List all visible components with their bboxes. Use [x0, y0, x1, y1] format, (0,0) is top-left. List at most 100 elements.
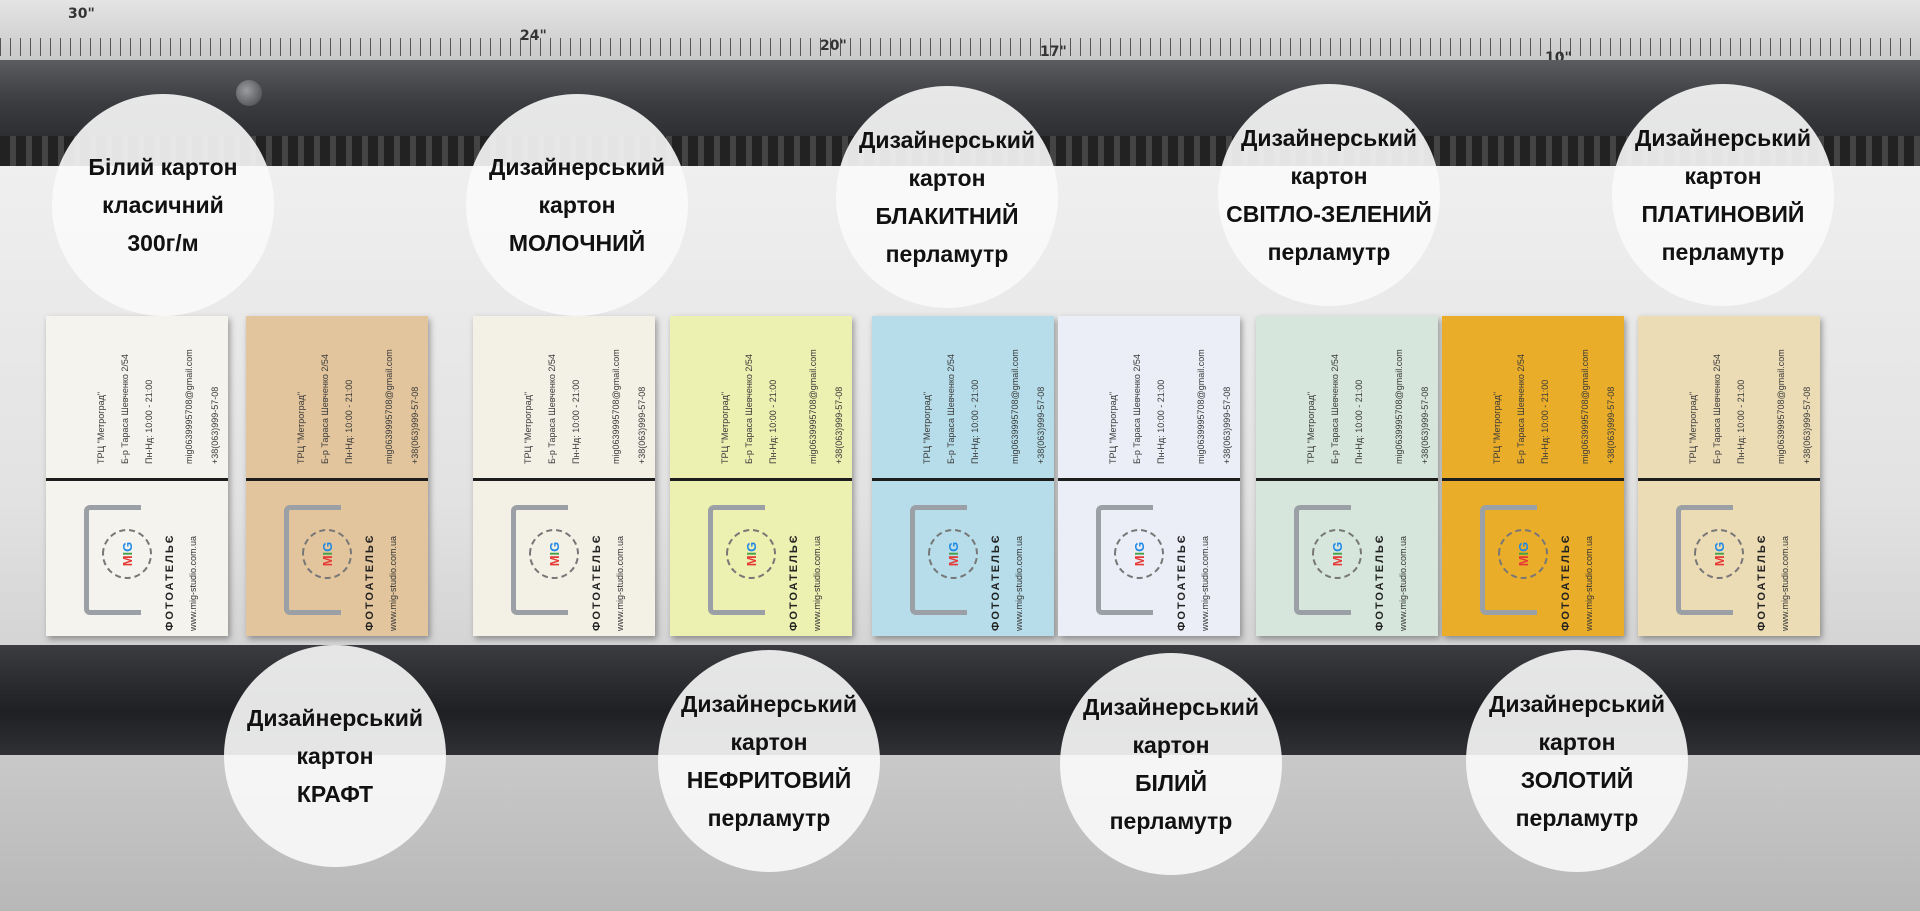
label-line: картон — [1684, 163, 1762, 189]
ruler-number: 17" — [1040, 44, 1067, 60]
label-line: Дизайнерський — [680, 691, 858, 717]
camera-frame-icon — [84, 505, 141, 615]
label-light-green-pearl: Дизайнерський картон СВІТЛО-ЗЕЛЕНИЙ перл… — [1218, 84, 1440, 306]
card-website: www.mig-studio.com.ua — [1398, 535, 1408, 631]
card-divider — [872, 478, 1054, 481]
card-line3: Пн-Нд: 10:00 - 21:00 — [344, 379, 354, 464]
label-milky: Дизайнерський картон МОЛОЧНИЙ — [466, 94, 688, 316]
label-line: 300г/м — [127, 230, 199, 256]
card-line2: Б-р Тараса Шевченко 2/54 — [1516, 354, 1526, 464]
card-website: www.mig-studio.com.ua — [388, 535, 398, 631]
label-line: СВІТЛО-ЗЕЛЕНИЙ — [1226, 201, 1432, 227]
label-line: картон — [908, 165, 986, 191]
card-line4: mig0639995708@gmail.com — [184, 349, 194, 464]
card-line3: Пн-Нд: 10:00 - 21:00 — [1540, 379, 1550, 464]
card-studio-name: ФОТОАТЕЛЬЄ — [164, 533, 176, 631]
card-studio-name: ФОТОАТЕЛЬЄ — [1560, 533, 1572, 631]
card-contact-side: ТРЦ "Метроград" Б-р Тараса Шевченко 2/54 П… — [1442, 316, 1624, 478]
card-studio-name: ФОТОАТЕЛЬЄ — [591, 533, 603, 631]
label-line: БЛАКИТНИЙ — [875, 203, 1019, 229]
logo-letter: G — [546, 541, 562, 552]
label-line: картон — [730, 729, 808, 755]
label-line: картон — [1132, 732, 1210, 758]
logo-letter: I — [1329, 551, 1345, 556]
label-line: Дизайнерський — [858, 127, 1036, 153]
label-line: картон — [1538, 729, 1616, 755]
label-kraft: Дизайнерський картон КРАФТ — [224, 645, 446, 867]
logo-letter: I — [1711, 551, 1727, 556]
card-line2: Б-р Тараса Шевченко 2/54 — [120, 354, 130, 464]
logo-letter: I — [1515, 551, 1531, 556]
label-line: КРАФТ — [296, 781, 374, 807]
logo-letter: M — [319, 555, 335, 567]
card-line2: Б-р Тараса Шевченко 2/54 — [946, 354, 956, 464]
card-divider — [670, 478, 852, 481]
camera-frame-icon — [511, 505, 568, 615]
card-line4: mig0639995708@gmail.com — [808, 349, 818, 464]
label-white-classic: Білий картон класичний 300г/м — [52, 94, 274, 316]
card-line1: ТРЦ "Метроград" — [720, 391, 730, 464]
label-line: Дизайнерський — [1240, 125, 1418, 151]
card-line1: ТРЦ "Метроград" — [1492, 391, 1502, 464]
card-divider — [1638, 478, 1820, 481]
camera-frame-icon — [910, 505, 967, 615]
card-line5: +38(063)999-57-08 — [1420, 386, 1430, 464]
camera-frame-icon — [1480, 505, 1537, 615]
card-website: www.mig-studio.com.ua — [615, 535, 625, 631]
label-line: ПЛАТИНОВИЙ — [1641, 201, 1805, 227]
card-divider — [1442, 478, 1624, 481]
card-website: www.mig-studio.com.ua — [1200, 535, 1210, 631]
label-line: МОЛОЧНИЙ — [508, 230, 646, 256]
card-line4: mig0639995708@gmail.com — [1776, 349, 1786, 464]
card-line3: Пн-Нд: 10:00 - 21:00 — [970, 379, 980, 464]
logo-letter: G — [1131, 541, 1147, 552]
label-line: НЕФРИТОВИЙ — [686, 767, 852, 793]
card-divider — [246, 478, 428, 481]
card-line4: mig0639995708@gmail.com — [384, 349, 394, 464]
label-line: картон — [1290, 163, 1368, 189]
card-website: www.mig-studio.com.ua — [188, 535, 198, 631]
ruler-number: 30" — [68, 6, 95, 22]
logo-letter: I — [546, 551, 562, 556]
label-gold-pearl: Дизайнерський картон ЗОЛОТИЙ перламутр — [1466, 650, 1688, 872]
business-card: ТРЦ "Метроград" Б-р Тараса Шевченко 2/54 П… — [1442, 316, 1624, 636]
card-line3: Пн-Нд: 10:00 - 21:00 — [1156, 379, 1166, 464]
logo-letter: G — [1711, 541, 1727, 552]
card-divider — [473, 478, 655, 481]
card-line1: ТРЦ "Метроград" — [1108, 391, 1118, 464]
card-line1: ТРЦ "Метроград" — [1306, 391, 1316, 464]
ruler: 30" 24" 20" 17" 10" — [0, 0, 1920, 66]
logo-letter: M — [945, 555, 961, 567]
card-line1: ТРЦ "Метроград" — [1688, 391, 1698, 464]
label-line: перламутр — [707, 805, 831, 831]
label-line: класичний — [102, 192, 224, 218]
card-line1: ТРЦ "Метроград" — [96, 391, 106, 464]
label-line: Дизайнерський — [246, 705, 424, 731]
logo-letter: G — [945, 541, 961, 552]
logo-letter: M — [119, 555, 135, 567]
card-studio-name: ФОТОАТЕЛЬЄ — [364, 533, 376, 631]
card-line5: +38(063)999-57-08 — [1036, 386, 1046, 464]
